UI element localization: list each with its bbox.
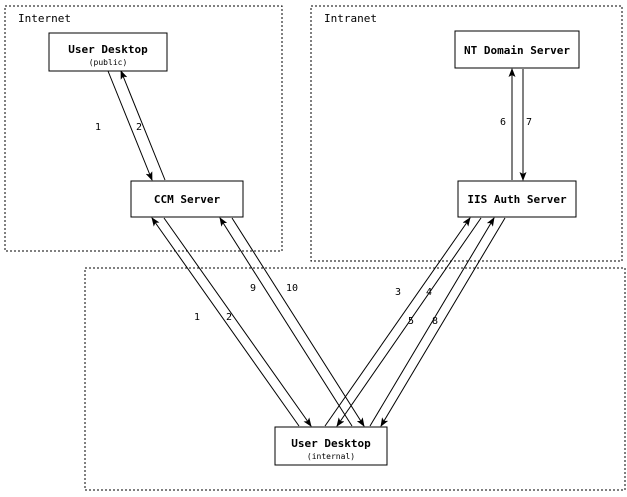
flow-line-10: [231, 217, 365, 427]
flow-line-5: [369, 217, 495, 427]
flow-group-internal-auth-58: [369, 217, 506, 427]
zone-intranet: Intranet: [310, 5, 623, 262]
flow-group-internal-ccm-12: [151, 217, 312, 427]
zone-intranet-label: Intranet: [324, 12, 377, 25]
node-user-desktop-public-subtitle: (public): [89, 58, 128, 67]
node-user-desktop-public-title: User Desktop: [68, 43, 148, 56]
zone-internet-label: Internet: [18, 12, 71, 25]
flow-line-1-public: [107, 70, 153, 181]
flow-group-internal-ccm-910: [219, 217, 365, 427]
flow-line-4: [336, 217, 482, 427]
node-iis-auth-server[interactable]: IIS Auth Server: [457, 180, 577, 218]
zone-internet: Internet: [4, 5, 283, 252]
flow-group-public-ccm: [107, 70, 166, 181]
zone-intranet-boundary: [310, 5, 623, 262]
zone-internet-boundary: [4, 5, 283, 252]
node-user-desktop-internal-box[interactable]: [274, 426, 388, 466]
node-user-desktop-internal[interactable]: User Desktop (internal): [274, 426, 388, 466]
edge-label-1-public: 1: [95, 122, 101, 133]
node-iis-auth-server-title: IIS Auth Server: [467, 193, 567, 206]
edge-label-3: 3: [395, 287, 401, 298]
edge-label-2-public: 2: [136, 122, 142, 133]
edge-label-4: 4: [426, 287, 432, 298]
node-user-desktop-internal-title: User Desktop: [291, 437, 371, 450]
node-user-desktop-public[interactable]: User Desktop (public): [48, 32, 168, 72]
node-user-desktop-internal-subtitle: (internal): [307, 452, 355, 461]
flow-line-8: [380, 217, 506, 427]
flow-line-1-internal: [151, 217, 300, 427]
flow-line-3: [324, 217, 471, 427]
node-user-desktop-public-box[interactable]: [48, 32, 168, 72]
edge-label-8: 8: [432, 316, 438, 327]
edge-label-10: 10: [286, 283, 298, 294]
flow-line-9: [219, 217, 353, 427]
edge-label-1-internal: 1: [194, 312, 200, 323]
zone-internal-lan-boundary: [84, 267, 626, 491]
edge-label-7: 7: [526, 117, 532, 128]
node-nt-domain-server-box[interactable]: [454, 30, 580, 69]
edge-label-5: 5: [408, 316, 414, 327]
edge-label-2-internal: 2: [226, 312, 232, 323]
edge-labels: 1 2 6 7 9 10 1 2 3 4 5 8: [95, 117, 532, 327]
edge-label-9: 9: [250, 283, 256, 294]
flow-line-2-public: [120, 70, 166, 181]
node-nt-domain-server[interactable]: NT Domain Server: [454, 30, 580, 69]
node-ccm-server-box[interactable]: [130, 180, 244, 218]
flow-group-internal-auth-34: [324, 217, 482, 427]
node-ccm-server-title: CCM Server: [154, 193, 221, 206]
node-nt-domain-server-title: NT Domain Server: [464, 44, 570, 57]
zone-internal-lan: [84, 267, 626, 491]
edge-label-6: 6: [500, 117, 506, 128]
flow-group-auth-domain: [508, 68, 527, 181]
node-ccm-server[interactable]: CCM Server: [130, 180, 244, 218]
node-iis-auth-server-box[interactable]: [457, 180, 577, 218]
flow-line-2-internal: [163, 217, 312, 427]
